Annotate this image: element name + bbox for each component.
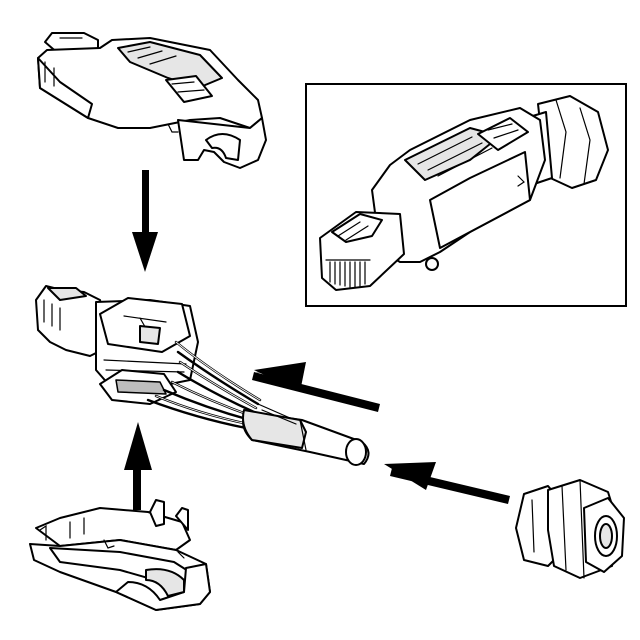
assembled-connector	[319, 95, 609, 291]
lower-housing	[29, 499, 211, 611]
cable	[242, 403, 370, 466]
cable-gland-nut	[515, 479, 625, 579]
assembled-connector-inset	[305, 83, 627, 307]
gland-arrow	[384, 462, 510, 504]
down-arrow	[132, 170, 158, 272]
contact-carrier-with-wires	[35, 285, 262, 430]
up-arrow	[124, 422, 152, 510]
cable-arrow	[252, 362, 380, 412]
upper-housing	[37, 32, 267, 169]
